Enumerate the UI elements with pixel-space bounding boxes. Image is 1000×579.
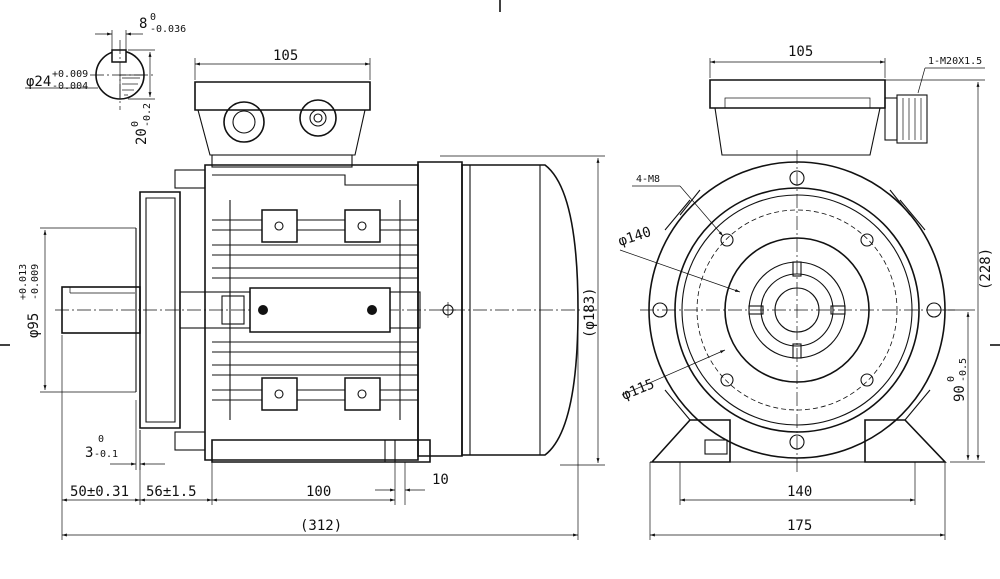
overall-length: (312)	[300, 518, 342, 534]
terminal-box-width-side: 105	[273, 48, 298, 64]
shaft-dia-lower: -0.004	[52, 81, 88, 92]
flange-thickness: 3	[85, 445, 93, 461]
shaft-dia-upper: +0.009	[52, 69, 88, 80]
spigot-lower: -0.009	[30, 264, 41, 300]
pcd-140-label: φ140	[616, 224, 653, 250]
key-depth-upper: 0	[130, 121, 141, 127]
foot-overall-front: 175	[787, 518, 812, 534]
shaft-section	[25, 30, 155, 110]
spigot-diameter: φ95	[26, 313, 42, 338]
pcd-115-label: φ115	[620, 376, 657, 403]
foot-spacing-front: 140	[787, 484, 812, 500]
frame-diameter: (φ183)	[582, 287, 598, 338]
front-view	[619, 58, 985, 540]
key-width-upper: 0	[150, 12, 156, 23]
flange-thk-upper: 0	[98, 434, 104, 445]
key-depth-label: 20	[134, 128, 150, 145]
key-width-lower: -0.036	[150, 24, 186, 35]
key-depth-lower: -0.2	[142, 103, 153, 127]
shaft-height-upper: 0	[946, 376, 957, 382]
cable-gland-spec: 1-M20X1.5	[928, 56, 982, 67]
spigot-upper: +0.013	[18, 264, 29, 300]
key-width-label: 8	[139, 16, 147, 32]
bolt-holes-spec: 4-M8	[636, 174, 660, 185]
flange-thk-lower: -0.1	[94, 449, 118, 460]
side-view	[40, 58, 605, 540]
shaft-length: 50±0.31	[70, 484, 129, 500]
shaft-height-lower: -0.5	[958, 358, 969, 382]
foot-spacing-side: 100	[306, 484, 331, 500]
foot-width: 10	[432, 472, 449, 488]
flange-to-foot: 56±1.5	[146, 484, 197, 500]
terminal-box-width-front: 105	[788, 44, 813, 60]
overall-height: (228)	[978, 248, 994, 290]
shaft-dia-label: φ24	[26, 74, 51, 90]
shaft-height: 90	[952, 385, 968, 402]
